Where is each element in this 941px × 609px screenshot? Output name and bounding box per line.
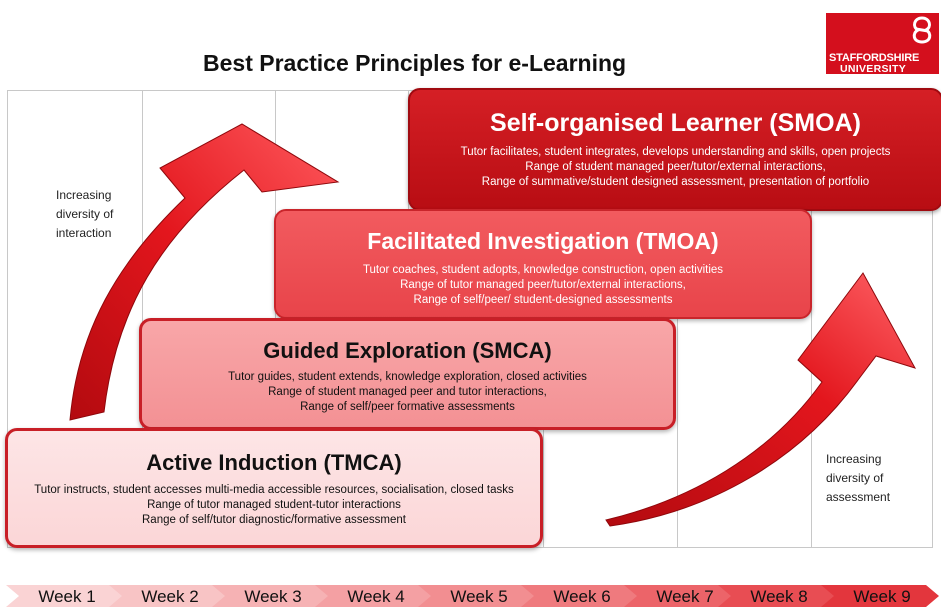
assessment-note: Increasing diversity of assessment	[826, 452, 891, 504]
level-description: Range of tutor managed student-tutor int…	[147, 499, 401, 511]
week-chevron: Week 5	[418, 585, 536, 607]
week-label: Week 6	[553, 587, 611, 606]
level-tmoa: Facilitated Investigation (TMOA) Tutor c…	[274, 209, 812, 319]
level-description: Range of summative/student designed asse…	[481, 176, 870, 188]
week-timeline: Week 1 Week 2 Week 3 Week 4 Week 5 Week …	[0, 585, 941, 607]
week-chevron: Week 3	[212, 585, 330, 607]
level-description: Range of self/peer formative assessments	[300, 401, 515, 413]
week-chevron: Week 8	[718, 585, 836, 607]
level-smoa: Self-organised Learner (SMOA) Tutor faci…	[408, 88, 941, 211]
week-label: Week 8	[750, 587, 808, 606]
week-label: Week 7	[656, 587, 714, 606]
level-description: Tutor facilitates, student integrates, d…	[460, 146, 891, 158]
week-chevron: Week 4	[315, 585, 433, 607]
level-title: Facilitated Investigation (TMOA)	[367, 228, 719, 254]
week-label: Week 2	[141, 587, 199, 606]
stafford-knot-icon	[912, 16, 932, 44]
level-tmca: Active Induction (TMCA) Tutor instructs,…	[5, 428, 543, 548]
level-title: Active Induction (TMCA)	[146, 450, 402, 475]
assessment-arrow-icon	[605, 272, 917, 527]
grid-line	[677, 91, 678, 547]
week-label: Week 1	[38, 587, 96, 606]
logo-line-1: STAFFORDSHIRE	[829, 52, 920, 64]
level-description: Range of student managed peer/tutor/exte…	[525, 161, 826, 173]
grid-line	[811, 91, 812, 547]
week-label: Week 5	[450, 587, 508, 606]
level-title: Self-organised Learner (SMOA)	[490, 109, 861, 137]
page-title: Best Practice Principles for e-Learning	[203, 50, 627, 76]
level-description: Tutor coaches, student adopts, knowledge…	[362, 264, 724, 276]
week-chevron: Week 2	[109, 585, 227, 607]
week-label: Week 4	[347, 587, 405, 606]
level-smca: Guided Exploration (SMCA) Tutor guides, …	[139, 318, 676, 430]
week-chevron: Week 9	[821, 585, 939, 607]
interaction-arrow-icon	[69, 123, 340, 421]
week-chevron: Week 6	[521, 585, 639, 607]
week-chevron: Week 1	[6, 585, 124, 607]
week-chevron: Week 7	[624, 585, 742, 607]
level-title: Guided Exploration (SMCA)	[263, 338, 552, 363]
level-description: Range of self/peer/ student-designed ass…	[413, 294, 673, 306]
level-description: Tutor guides, student extends, knowledge…	[228, 371, 587, 383]
level-description: Range of tutor managed peer/tutor/extern…	[400, 279, 686, 291]
week-label: Week 9	[853, 587, 911, 606]
week-label: Week 3	[244, 587, 302, 606]
level-description: Tutor instructs, student accesses multi-…	[34, 484, 514, 496]
staffordshire-university-logo: STAFFORDSHIRE UNIVERSITY	[826, 13, 939, 74]
interaction-note: Increasing diversity of interaction	[56, 188, 114, 240]
logo-line-2: UNIVERSITY	[840, 63, 907, 74]
level-description: Range of self/tutor diagnostic/formative…	[142, 514, 406, 526]
level-description: Range of student managed peer and tutor …	[268, 386, 547, 398]
grid-line	[142, 91, 143, 547]
